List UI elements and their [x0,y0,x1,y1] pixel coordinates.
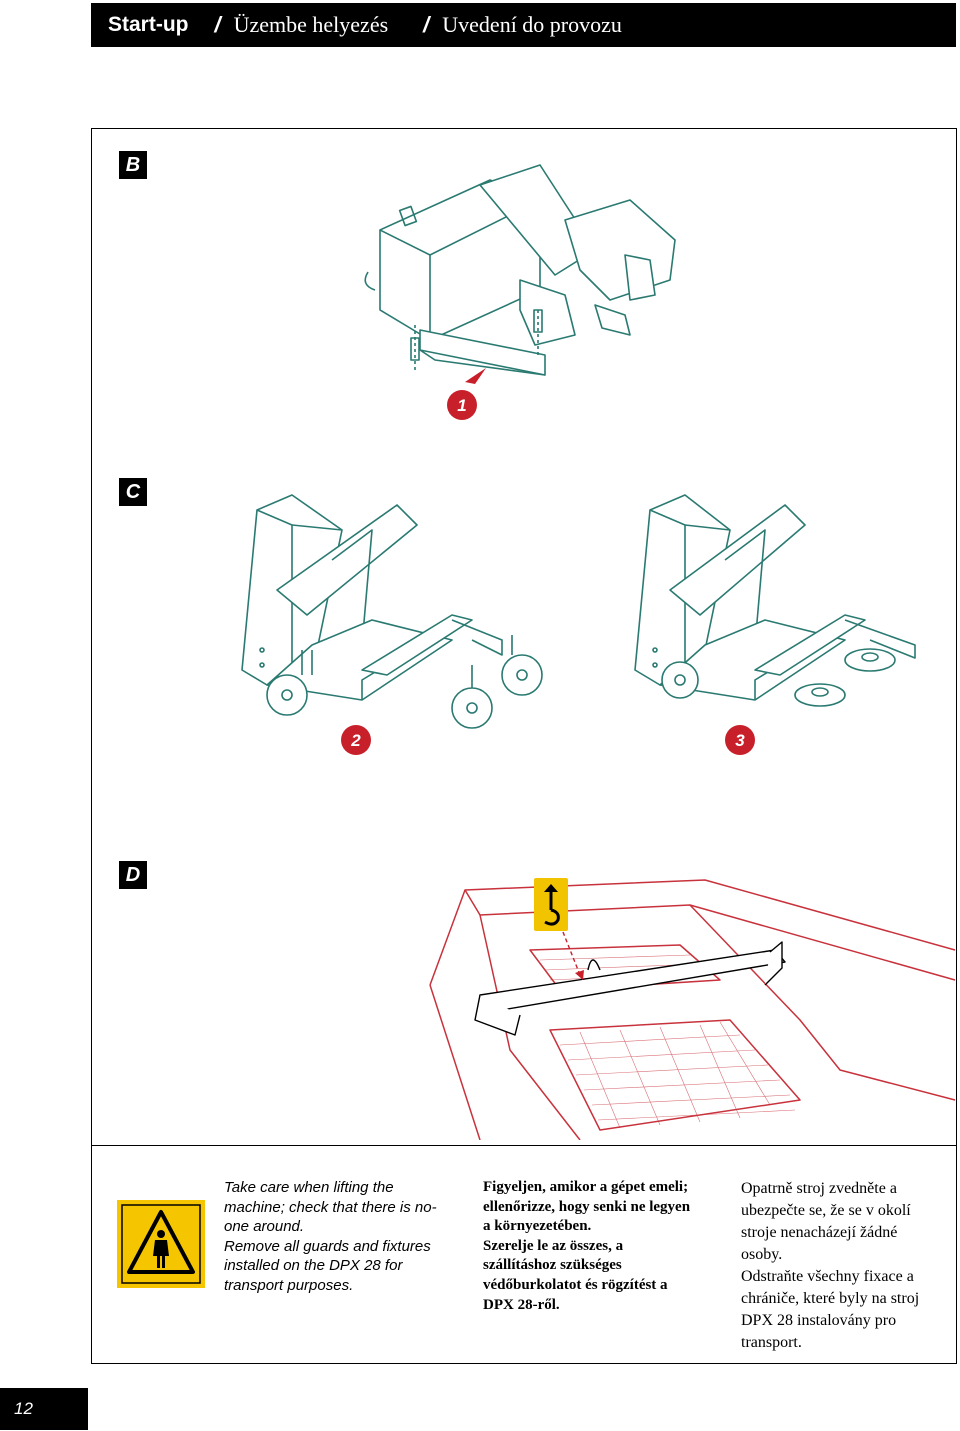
illustration-bracket-removal [364,164,676,384]
warning-cz-1: Opatrně stroj zvedněte a ubezpečte se, ž… [741,1180,911,1263]
title-separator: / [214,12,221,37]
frame-divider [91,1145,957,1146]
illustration-lifting-into-truck [429,878,956,1140]
header-bar: Start-up / Üzembe helyezés / Uvedení do … [91,3,956,47]
warning-text-en: Take care when lifting the machine; chec… [224,1178,439,1296]
title-hu: Üzembe helyezés [233,12,389,37]
section-label-d: D [119,861,147,889]
warning-person-icon [117,1200,205,1288]
content-frame [91,128,957,1364]
section-label-c: C [119,478,147,506]
warning-cz-2: Odstraňte všechny fixace a chrániče, kte… [741,1268,920,1351]
warning-en-1: Take care when lifting the machine; chec… [224,1179,437,1236]
warning-text-hu: Figyeljen, amikor a gépet emeli; ellenőr… [483,1178,698,1315]
warning-hu-2: Szerelje le az összes, a szállításhoz sz… [483,1237,668,1313]
step-3-number: 3 [735,731,745,750]
crane-hook-icon [534,878,568,931]
title-separator: / [423,12,430,37]
warning-text-cz: Opatrně stroj zvedněte a ubezpečte se, ž… [741,1178,941,1354]
step-2-number: 2 [350,731,361,750]
step-3-badge: 3 [725,725,755,755]
section-label-b: B [119,151,147,179]
page-number: 12 [0,1388,88,1430]
step-1-number: 1 [457,396,466,415]
title-cz: Uvedení do provozu [442,12,622,37]
warning-en-2: Remove all guards and fixtures installed… [224,1237,431,1294]
title-en: Start-up [108,13,189,36]
warning-hu-1: Figyeljen, amikor a gépet emeli; ellenőr… [483,1179,691,1235]
step-1-badge: 1 [447,390,477,420]
illustration-wheels-down [241,494,543,729]
illustration-wheels-up [634,494,916,707]
step-2-badge: 2 [341,725,371,755]
